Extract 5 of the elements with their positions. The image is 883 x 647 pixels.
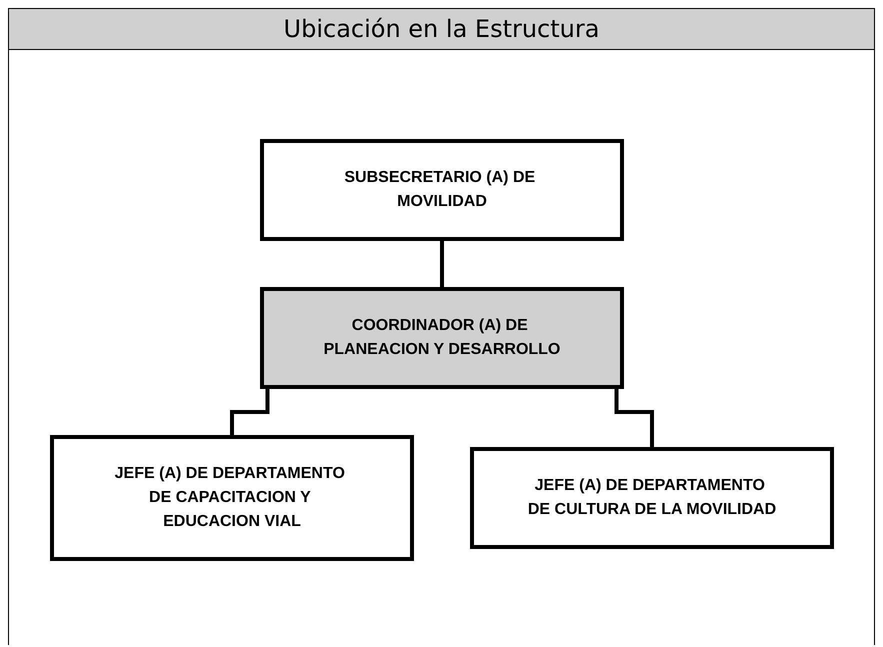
node-box: SUBSECRETARIO (A) DE MOVILIDAD [260,139,624,241]
node-box: JEFE (A) DE DEPARTAMENTO DE CAPACITACION Y EDUCACION VIAL [50,435,414,561]
node-box: COORDINADOR (A) DE PLANEACION Y DESARROLLO [260,287,624,389]
title: Ubicación en la Estructura [9,9,874,50]
node-box: JEFE (A) DE DEPARTAMENTO DE CULTURA DE LA MOVILIDAD [470,447,834,549]
